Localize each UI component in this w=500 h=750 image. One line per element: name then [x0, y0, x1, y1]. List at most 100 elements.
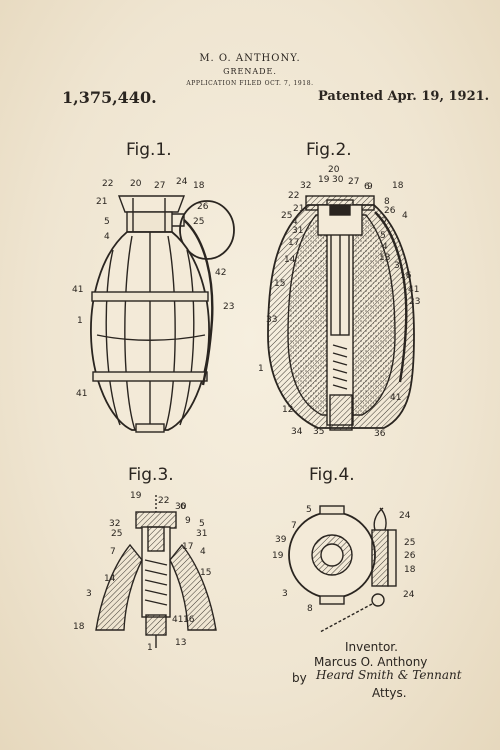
fig-1-label: Fig.1. [126, 140, 172, 160]
reference-numeral: 4 [382, 242, 388, 252]
reference-numeral: 18 [404, 565, 416, 575]
reference-numeral: 27 [348, 177, 359, 187]
fig-3-drawing [95, 495, 217, 648]
reference-numeral: 41 [72, 285, 83, 295]
reference-numeral: 31 [292, 226, 303, 236]
fig-4-label: Fig.4. [309, 465, 355, 485]
reference-numeral: 3 [86, 589, 92, 599]
reference-numeral: 5 [199, 519, 205, 529]
reference-numeral: 36 [374, 429, 386, 439]
reference-numeral: 18 [392, 181, 404, 191]
reference-numeral: 9 [185, 516, 191, 526]
reference-numeral: 15 [200, 568, 211, 578]
reference-numeral: 25 [281, 211, 292, 221]
fig-1-drawing [90, 195, 235, 433]
reference-numeral: 23 [223, 302, 234, 312]
reference-numeral: 22 [102, 179, 113, 189]
signature-attys: Attys. [372, 686, 407, 700]
reference-numeral: 16 [183, 615, 195, 625]
reference-numeral: 5 [306, 505, 312, 515]
reference-numeral: 8 [384, 197, 390, 207]
reference-numeral: 15 [274, 279, 285, 289]
signature-firm: Heard Smith & Tennant [316, 668, 462, 682]
reference-numeral: 7 [291, 521, 297, 531]
reference-numeral: 1 [77, 316, 83, 326]
reference-numeral: 27 [154, 181, 165, 191]
reference-numeral: 35 [313, 427, 324, 437]
reference-numeral: 41 [172, 615, 183, 625]
reference-numeral: 33 [266, 315, 277, 325]
reference-numeral: 34 [291, 427, 303, 437]
reference-numeral: 41 [76, 389, 87, 399]
reference-numeral: 41 [408, 285, 419, 295]
reference-numeral: 41 [390, 393, 401, 403]
fig-4-drawing [288, 505, 397, 633]
reference-numeral: 22 [288, 191, 299, 201]
reference-numeral: 4 [200, 547, 206, 557]
reference-numeral: 13 [379, 253, 390, 263]
reference-numeral: 21 [293, 204, 304, 214]
reference-numeral: 7 [110, 547, 116, 557]
reference-numeral: 19 [272, 551, 284, 561]
reference-numeral: 25 [404, 538, 415, 548]
reference-numeral: 6 [180, 502, 186, 512]
reference-numeral: 26 [197, 202, 209, 212]
reference-numeral: 20 [328, 165, 340, 175]
reference-numeral: 8 [307, 604, 313, 614]
reference-numeral: 19 [318, 175, 330, 185]
reference-numeral: 30 [175, 502, 187, 512]
reference-numeral: 20 [130, 179, 142, 189]
reference-numeral: 3 [282, 589, 288, 599]
reference-numeral: 1 [258, 364, 264, 374]
reference-numeral: 21 [96, 197, 107, 207]
reference-numeral: 7 [382, 217, 388, 227]
reference-numeral: 5 [104, 217, 110, 227]
fig-2-label: Fig.2. [306, 140, 352, 160]
reference-numeral: 13 [175, 638, 186, 648]
reference-numeral: 17 [182, 542, 193, 552]
patent-date: Patented Apr. 19, 1921. [318, 89, 490, 104]
reference-numeral: 12 [282, 405, 293, 415]
signature-role: Inventor. [345, 640, 398, 654]
reference-numeral: 25 [111, 529, 122, 539]
header-title: GRENADE. [223, 67, 277, 76]
reference-numeral: 32 [109, 519, 120, 529]
reference-numeral: 23 [409, 297, 420, 307]
reference-numeral: 4 [402, 211, 408, 221]
reference-numeral: 14 [284, 255, 296, 265]
reference-numeral: 9 [367, 182, 373, 192]
fig-2-drawing [267, 195, 415, 431]
signature-by: by [292, 671, 307, 685]
reference-numeral: 4 [292, 217, 298, 227]
reference-numeral: 4 [104, 232, 110, 242]
reference-numeral: 22 [158, 496, 169, 506]
reference-numeral: 18 [73, 622, 85, 632]
reference-numeral: 26 [404, 551, 416, 561]
reference-numeral: 31 [196, 529, 207, 539]
header-application-filed: APPLICATION FILED OCT. 7, 1918. [186, 80, 314, 87]
reference-numeral: 24 [399, 511, 411, 521]
reference-numeral: 24 [176, 177, 188, 187]
reference-numeral: 14 [104, 574, 116, 584]
reference-numeral: 25 [193, 217, 204, 227]
header-inventor: M. O. ANTHONY. [199, 53, 301, 64]
reference-numeral: 16 [400, 271, 412, 281]
reference-numeral: 30 [332, 175, 344, 185]
reference-numeral: 42 [215, 268, 226, 278]
reference-numeral: 19 [130, 491, 142, 501]
signature-inventor: Marcus O. Anthony [314, 655, 428, 669]
fig-3-label: Fig.3. [128, 465, 174, 485]
reference-numeral: 26 [384, 206, 396, 216]
reference-numeral: 17 [288, 238, 299, 248]
reference-numeral: 32 [300, 181, 311, 191]
reference-numeral: 6 [364, 182, 370, 192]
reference-numeral: 39 [275, 535, 287, 545]
reference-numeral: 1 [147, 643, 153, 653]
reference-numeral: 24 [403, 590, 415, 600]
reference-numeral: 5 [380, 231, 386, 241]
reference-numeral: 18 [193, 181, 205, 191]
patent-number: 1,375,440. [62, 88, 157, 107]
